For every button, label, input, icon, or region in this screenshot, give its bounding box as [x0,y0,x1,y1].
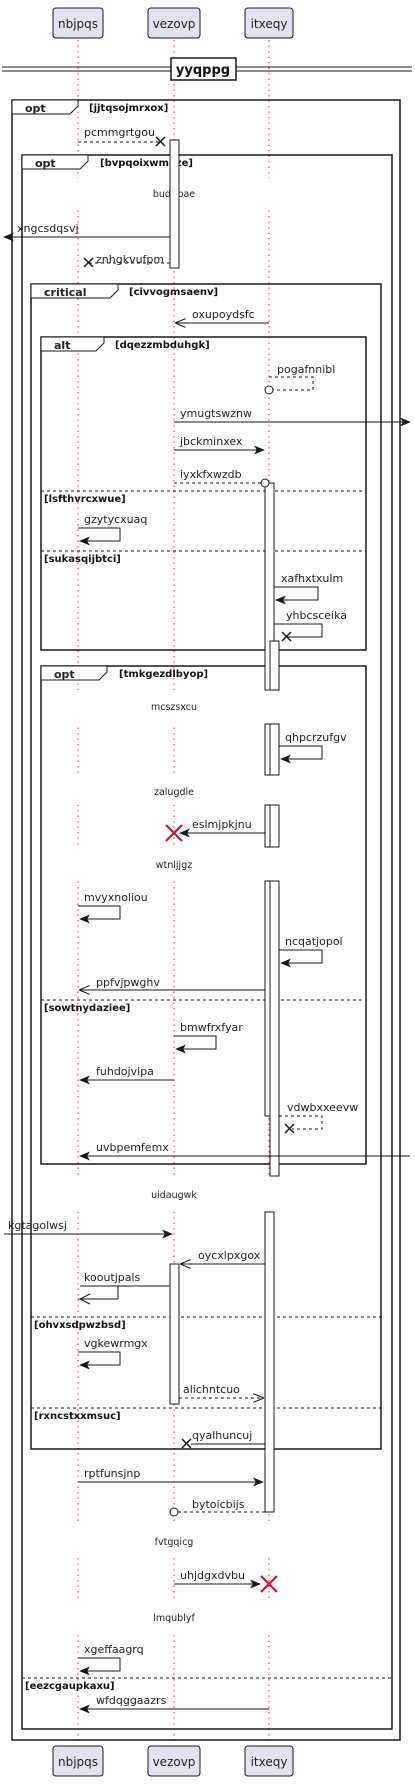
svg-text:[bvpqoixwmeze]: [bvpqoixwmeze] [100,158,193,169]
participant-label: nbjpqs [58,17,98,31]
fragment-tab-critical: critical [civvogmsaenv] [30,283,218,299]
svg-text:opt: opt [54,668,75,681]
message-label: xafhxtxulm [281,572,343,585]
title-divider: yyqppg [2,57,412,81]
delay-label: uidaugwk [151,1190,197,1201]
message-label: mvyxnoliou [84,891,148,904]
section-guard: [ohvxsdpwzbsd] [34,1320,126,1331]
participant-label: vezovp [153,17,196,31]
messages [3,136,411,1714]
message-label: iyxkfxwzdb [180,468,242,481]
message-label: oycxlpxgox [198,1249,261,1262]
section-guard: [rxncstxxmsuc] [34,1411,121,1422]
message-label: xngcsdqsvj [17,222,79,235]
delay-label: wtnljjgz [156,860,192,871]
participant-label: itxeqy [251,17,288,31]
participant-label: nbjpqs [58,1755,98,1769]
fragment-opt-outer [11,99,401,1741]
svg-text:[civvogmsaenv]: [civvogmsaenv] [129,287,218,298]
message-label: bmwfrxfyar [180,1021,243,1034]
fragment-alt [40,336,367,651]
message-label: alichntcuo [183,1383,240,1396]
svg-text:[dqezzmbduhgk]: [dqezzmbduhgk] [115,340,210,351]
participant-vezovp-top[interactable]: vezovp [147,7,201,39]
activation-bars [169,139,280,1513]
fragment-tab-opt-tmk: opt [tmkgezdlbyop] [40,665,208,681]
section-guard: [sowtnydaziee] [44,1003,130,1014]
message-labels: pcmmgrtgou xngcsdqsvj znhgkvufpm oxupoyd… [8,126,358,1707]
message-label: qhpcrzufgv [285,731,347,744]
fragment-tab-alt: alt [dqezzmbduhgk] [40,336,210,352]
fragment-opt-tmk [40,665,367,1165]
participant-nbjpqs-top[interactable]: nbjpqs [52,7,104,39]
svg-text:[jjtqsojmrxox]: [jjtqsojmrxox] [89,103,168,114]
message-label: rptfunsjnp [84,1467,140,1480]
participant-itxeqy-bottom[interactable]: itxeqy [244,1745,294,1777]
section-separators [22,490,392,1679]
svg-text:opt: opt [25,102,46,115]
message-label: jbckminxex [179,435,243,448]
participant-vezovp-bottom[interactable]: vezovp [147,1745,201,1777]
svg-text:[tmkgezdlbyop]: [tmkgezdlbyop] [119,669,208,680]
message-label: vdwbxxeevw [287,1101,358,1114]
message-label: fuhdojvlpa [96,1065,154,1078]
message-label: ymugtswznw [180,407,252,420]
fragments [11,99,401,1741]
participant-label: itxeqy [251,1755,288,1769]
delay-gaps [74,178,273,1634]
participant-nbjpqs-bottom[interactable]: nbjpqs [52,1745,104,1777]
diagram-title: yyqppg [176,63,230,78]
delay-label: lmqublyf [153,1613,195,1624]
svg-text:opt: opt [35,157,56,170]
message-label: kgtagolwsj [8,1219,67,1232]
message-label: vgkewrmgx [84,1337,148,1350]
message-label: znhgkvufpm [96,253,164,266]
message-label: qyalhuncuj [192,1429,252,1442]
section-guard: [eezcgaupkaxu] [25,1681,115,1692]
message-label: eslmjpkjnu [192,818,252,831]
message-label: bytoicbijs [192,1498,245,1511]
message-label: ncqatjopol [285,935,343,948]
svg-text:alt: alt [54,339,70,352]
message-label: gzytycxuaq [84,513,147,526]
section-guard: [sukasqijbtci] [44,554,121,565]
delay-label: mcszsxcu [151,702,197,713]
message-label: yhbcsceika [286,609,347,622]
delay-label: fvtgqicg [155,1537,194,1548]
message-label: uvbpemfemx [96,1141,169,1154]
message-label: pogafnnibl [277,363,335,376]
fragment-tab-opt-outer: opt [jjtqsojmrxox] [11,99,168,115]
message-label: uhjdgxdvbu [180,1569,245,1582]
message-label: oxupoydsfc [192,308,255,321]
section-guard: [lsfthvrcxwue] [44,494,126,505]
message-label: ppfvjpwghv [96,976,160,989]
message-label: xgeffaagrq [84,1643,144,1656]
svg-text:critical: critical [44,286,86,299]
message-label: wfdqggaazrs [96,1694,167,1707]
participant-label: vezovp [153,1755,196,1769]
delay-label: zalugdle [154,787,194,798]
fragment-critical [30,283,382,1450]
message-label: kooutjpals [84,1271,141,1284]
fragment-tab-opt-inner: opt [bvpqoixwmeze] [21,154,193,170]
participant-itxeqy-top[interactable]: itxeqy [244,7,294,39]
fragment-opt-inner [21,154,393,1730]
message-label: pcmmgrtgou [84,126,155,139]
